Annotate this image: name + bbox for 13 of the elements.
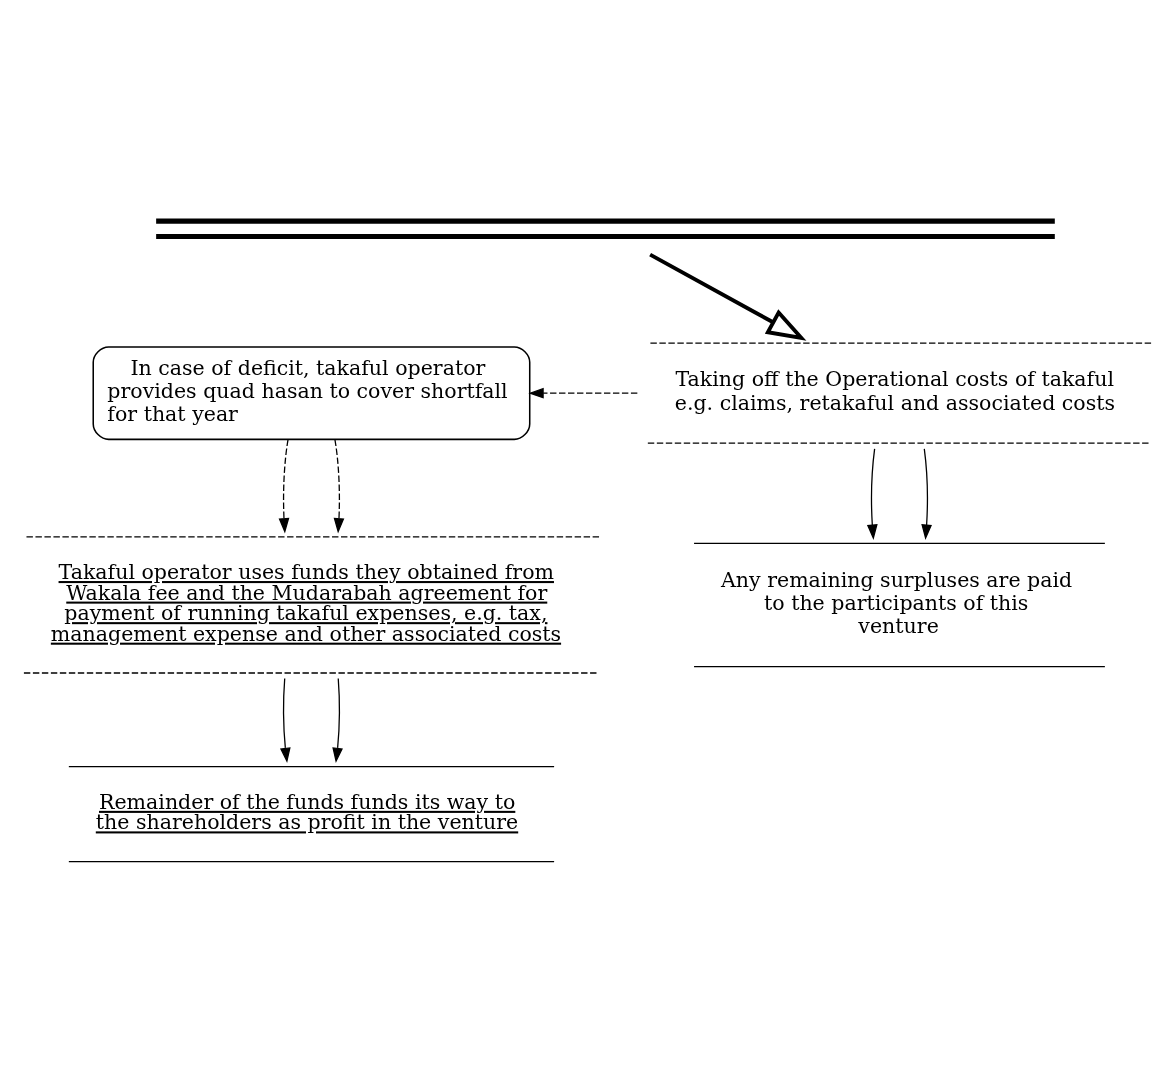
node-text: Takaful operator uses funds they obtained from Wakala fee and the Mudarabah agreement for payment of running takaful expenses, e.g. tax, management expense and other associated costs (50, 559, 562, 646)
arrow (866, 447, 878, 540)
node-box: In case of deficit, takaful operator provides quad hasan to cover shortfall for that year (92, 345, 531, 440)
arrow (649, 252, 807, 341)
arrow (333, 438, 345, 534)
node-text: Any remaining surpluses are paid to the participants of this venture (721, 567, 1073, 638)
arrow (528, 387, 638, 399)
node-text: Remainder of the funds funds its way to the shareholders as profit in the venture (95, 789, 519, 834)
arrow (279, 677, 291, 763)
node-text: Taking off the Operational costs of takaful e.g. claims, retakaful and associated costs (674, 366, 1116, 415)
arrow (332, 677, 343, 763)
arrow (921, 447, 932, 540)
arrow (278, 438, 290, 534)
